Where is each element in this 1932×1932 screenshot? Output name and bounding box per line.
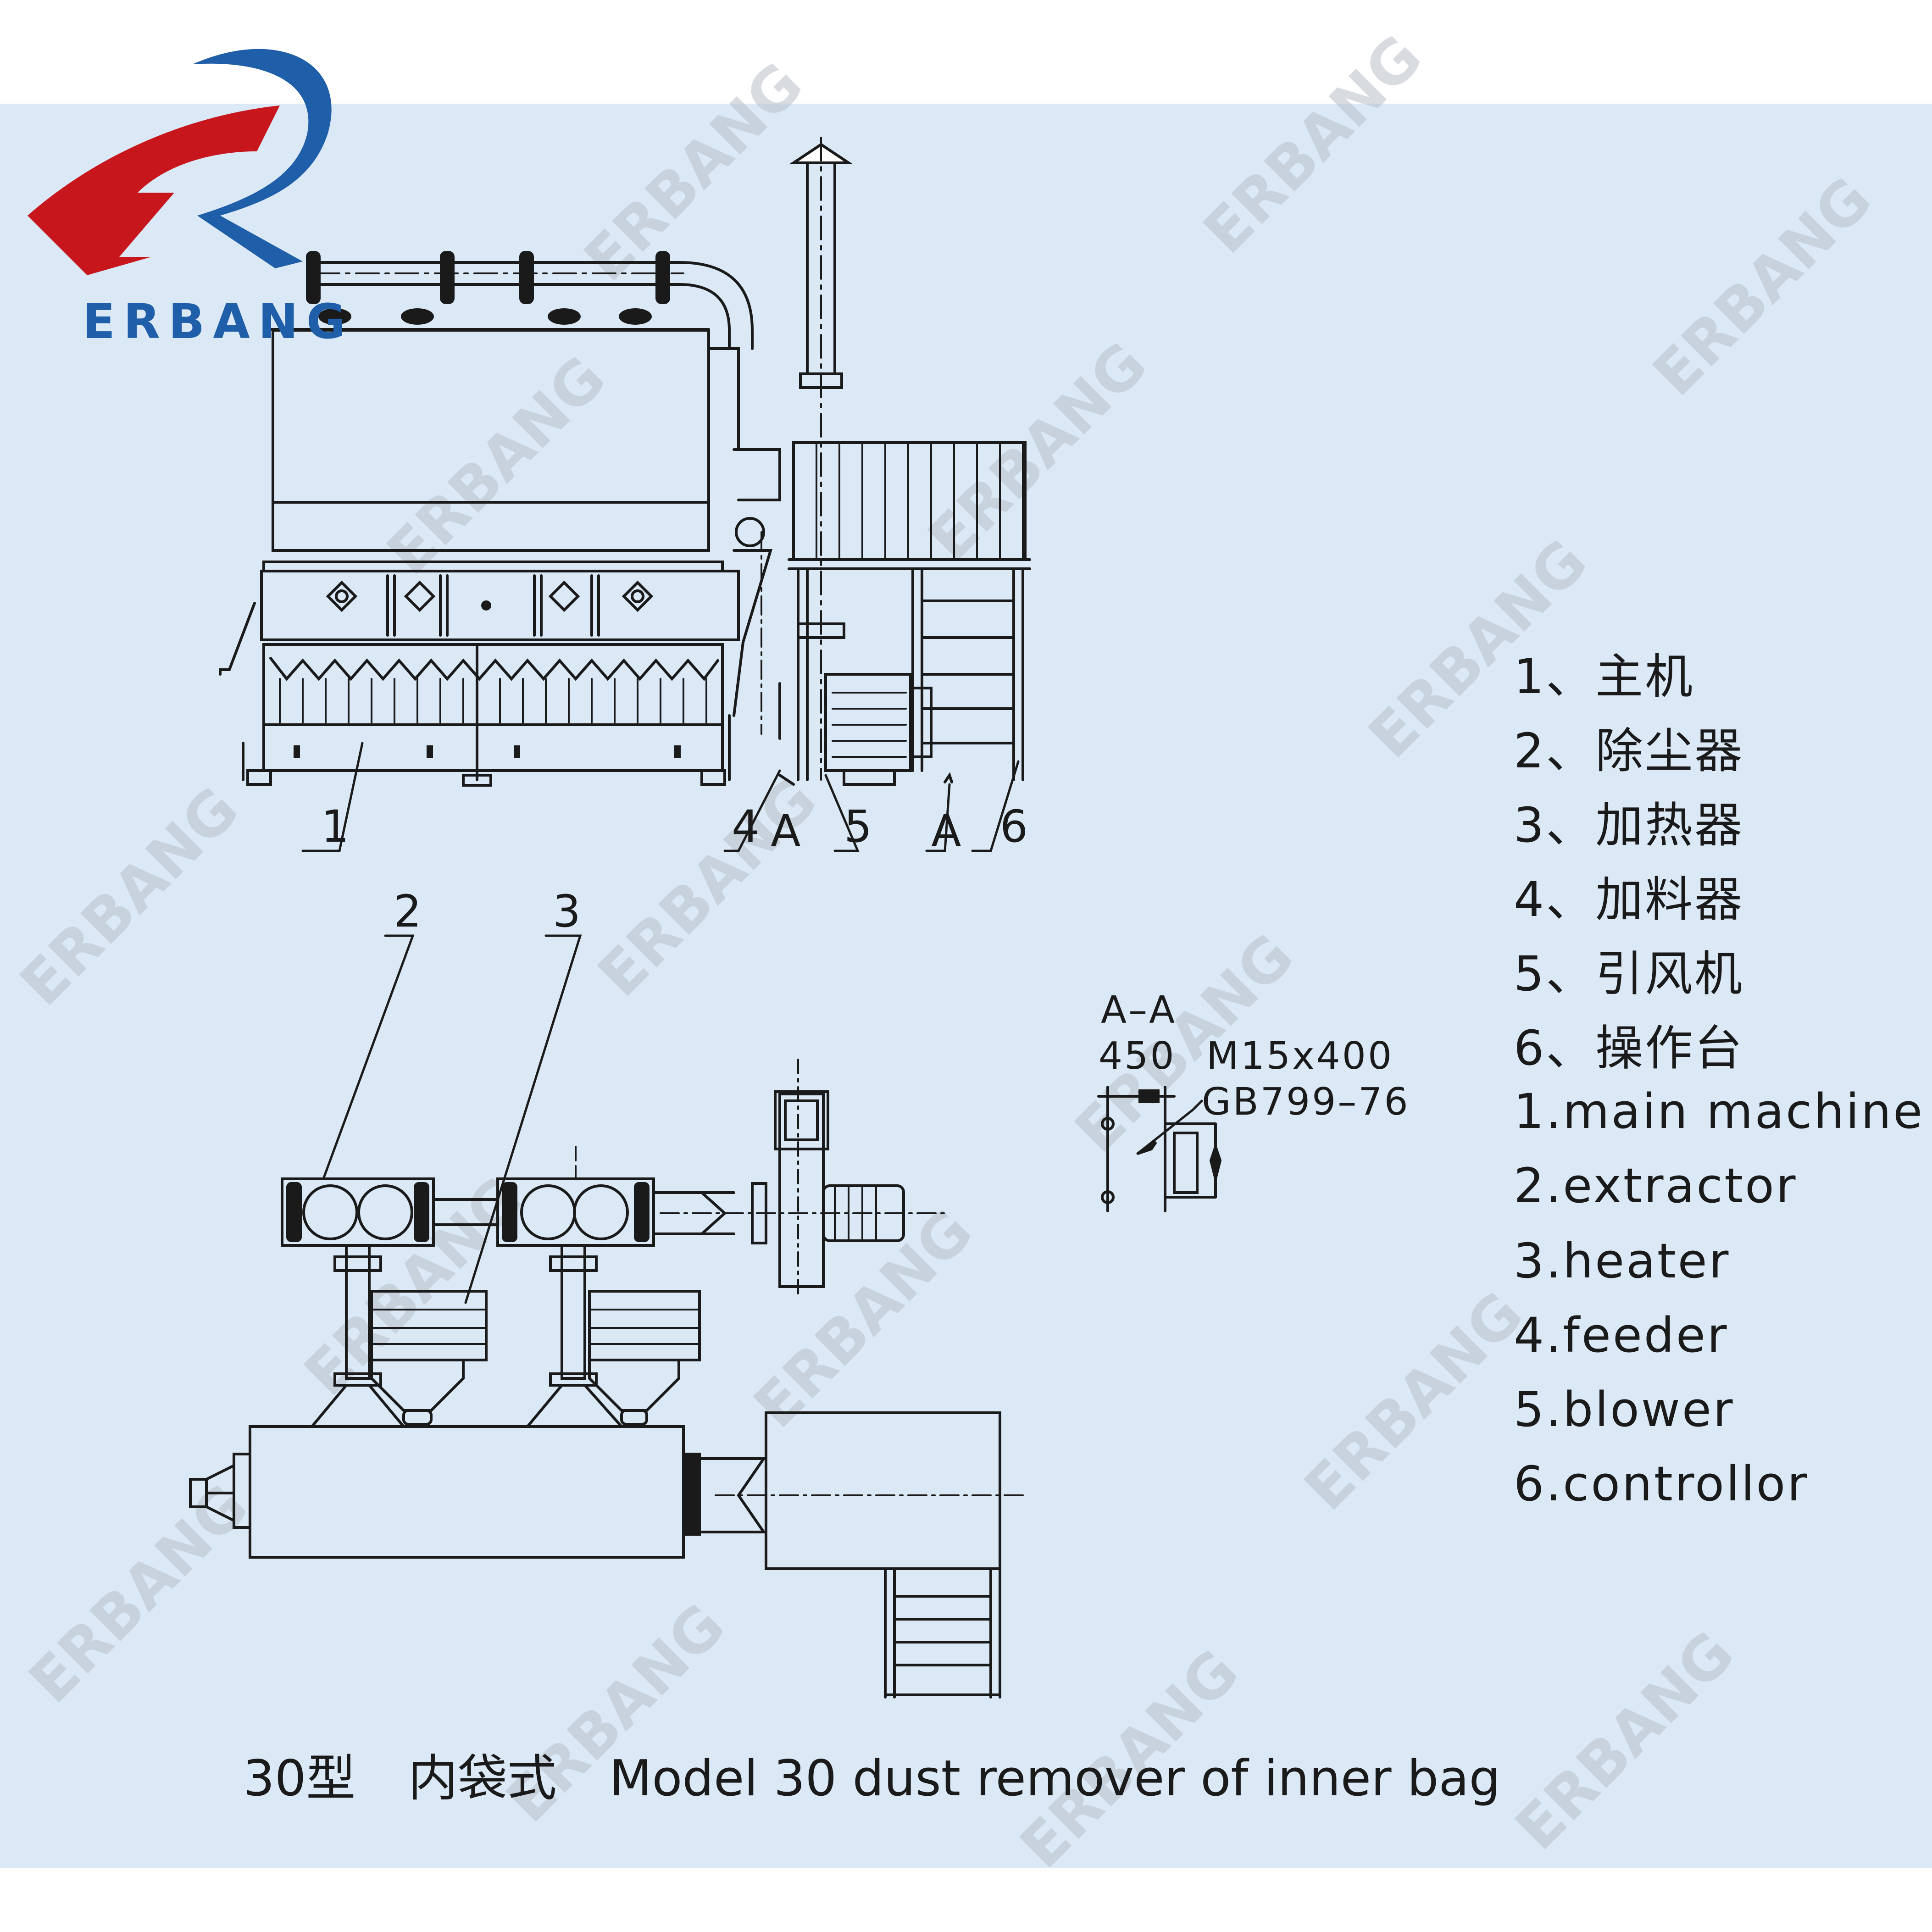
operation-platform: [765, 1411, 1001, 1570]
legend-item-en: 6.controllor: [1514, 1456, 1809, 1512]
caption-title-en: Model 30 dust remover of inner bag: [609, 1750, 1501, 1807]
legend-item-cn: 4、加料器: [1514, 872, 1744, 927]
vent-fan: [318, 308, 351, 325]
pipe-flange: [440, 251, 455, 304]
pipe-flange: [306, 251, 321, 304]
bed-screen: [269, 657, 719, 681]
bag-filter-housing: [792, 441, 1027, 561]
legend-item-en: 4.feeder: [1514, 1307, 1729, 1363]
callout-main-machine: 1: [321, 801, 349, 852]
duct-port: [735, 517, 765, 547]
main-machine-elevation: [219, 251, 781, 787]
logo-red-swoosh: [28, 105, 280, 275]
callout-extractor: 2: [394, 886, 422, 937]
erbang-logo: [28, 49, 332, 275]
logo-wordmark: ERBANG: [83, 294, 354, 350]
plan-callouts: 2 3: [394, 886, 581, 937]
caption-model-cn: 30型: [243, 1750, 356, 1807]
sight-glass: [548, 580, 580, 612]
callout-blower: 5: [844, 801, 872, 852]
drawing-background: [0, 104, 1932, 1868]
legend-item-en: 5.blower: [1514, 1382, 1735, 1438]
dryer-body: [272, 329, 710, 552]
heater: [370, 1290, 488, 1361]
sight-glass: [622, 580, 654, 612]
legend-item-cn: 1、主机: [1514, 649, 1695, 705]
heater: [588, 1290, 701, 1361]
vent-fan: [619, 308, 652, 325]
section-bolt-spec: M15x400: [1206, 1034, 1393, 1078]
caption-type-cn: 内袋式: [408, 1750, 557, 1807]
plan-view: [189, 934, 1028, 1699]
legend-item-en: 2.extractor: [1514, 1158, 1798, 1214]
section-dimension: 450: [1099, 1034, 1176, 1078]
diagram-caption: 30型 内袋式 Model 30 dust remover of inner b…: [243, 1738, 1537, 1810]
fluid-bed: [262, 643, 724, 726]
dryer-body-plan: [249, 1425, 685, 1559]
callout-feeder: 4: [732, 801, 760, 852]
section-a-a: [1097, 1086, 1222, 1212]
callout-heater: 3: [553, 886, 581, 937]
sight-glass: [326, 580, 358, 612]
legend-item-cn: 6、操作台: [1514, 1020, 1744, 1076]
elevation-callouts: 1 4 A 5 A 6: [321, 801, 1028, 857]
pipe-flange: [519, 251, 534, 304]
callout-section-a: A: [771, 805, 801, 857]
elevation-leaders: [301, 742, 1020, 852]
vent-fan: [548, 308, 581, 325]
blower-motor: [824, 673, 912, 772]
sight-glass: [404, 580, 436, 612]
legend-item-en: 1.main machine: [1514, 1083, 1925, 1139]
callout-controller: 6: [1000, 801, 1028, 852]
callout-section-a: A: [931, 805, 961, 857]
logo-blue-arc: [193, 49, 332, 269]
dust-collector-elevation: [778, 137, 1031, 786]
legend-item-cn: 3、加热器: [1514, 797, 1744, 853]
legend-item-cn: 2、除尘器: [1514, 723, 1744, 779]
section-a-a-labels: A–A 450 M15x400 GB799–76: [1099, 988, 1410, 1124]
vent-fan: [401, 308, 434, 325]
section-title: A–A: [1101, 988, 1177, 1032]
legend-item-en: 3.heater: [1514, 1233, 1731, 1289]
legend-item-cn: 5、引风机: [1514, 946, 1744, 1002]
section-standard: GB799–76: [1202, 1080, 1410, 1124]
pipe-flange: [655, 251, 670, 304]
